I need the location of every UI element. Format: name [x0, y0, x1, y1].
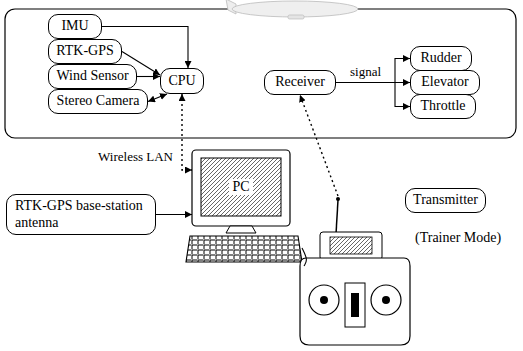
pc-picture: [186, 150, 302, 262]
node-label: Throttle: [420, 98, 465, 114]
node-label: Stereo Camera: [57, 93, 140, 109]
sensor-box: Wind Sensor: [48, 64, 137, 89]
sensor-box: RTK-GPS: [48, 39, 122, 64]
antenna-tip: [336, 197, 340, 201]
control-stick-knob: [320, 296, 328, 304]
switch-lever: [351, 293, 359, 317]
transmitter-box: Transmitter: [405, 188, 486, 213]
antenna-box: RTK-GPS base-station antenna: [6, 194, 156, 235]
control-stick: [371, 285, 401, 315]
node-label: Receiver: [275, 74, 325, 90]
transmitter-body: [300, 258, 410, 345]
sensor-box: IMU: [48, 14, 102, 39]
transmitter-node: (Trainer Mode): [300, 196, 410, 346]
cpu-box: CPU: [160, 68, 204, 94]
airship-gondola: [288, 15, 304, 19]
connector: [336, 83, 410, 107]
node-label: PC: [229, 179, 252, 195]
airship-picture: [226, 0, 358, 19]
node-label: RTK-GPS base-station antenna: [15, 198, 147, 230]
node-label: Wind Sensor: [56, 68, 128, 84]
keyboard: [186, 236, 302, 262]
monitor: [192, 150, 290, 226]
monitor-screen: [201, 158, 281, 216]
transmitter-display: [330, 237, 372, 254]
connector: [156, 214, 192, 215]
node-label: RTK-GPS: [56, 43, 114, 59]
node-label: CPU: [168, 73, 195, 89]
wireless-link: [300, 95, 338, 196]
monitor-stand: [226, 226, 256, 233]
airship-frame: [5, 9, 516, 138]
transmitter-top: [320, 232, 382, 260]
node-label: Transmitter: [413, 192, 478, 208]
actuator-box: Rudder: [410, 46, 472, 71]
node-label: IMU: [61, 18, 88, 34]
pc-node: PC: [186, 148, 302, 262]
edge-label: signal: [348, 64, 383, 79]
transmitter-picture: [300, 197, 410, 345]
node-label: (Trainer Mode): [415, 230, 501, 246]
connector: [137, 76, 160, 77]
connector: [302, 248, 306, 266]
control-stick: [309, 285, 339, 315]
antenna: [336, 200, 338, 234]
control-stick-knob: [382, 296, 390, 304]
node-label: Elevator: [421, 74, 468, 90]
connector: [148, 94, 167, 102]
receiver-box: Receiver: [264, 70, 336, 95]
sensor-box: Stereo Camera: [48, 89, 148, 114]
actuator-box: Elevator: [410, 70, 480, 95]
switch-slot: [345, 283, 365, 327]
edge-label: Wireless LAN: [96, 150, 175, 165]
airship-envelope: [232, 1, 358, 17]
actuator-box: Throttle: [410, 94, 476, 119]
connector: [336, 59, 410, 83]
wireless-link: [182, 94, 192, 170]
node-label: Rudder: [420, 50, 461, 66]
